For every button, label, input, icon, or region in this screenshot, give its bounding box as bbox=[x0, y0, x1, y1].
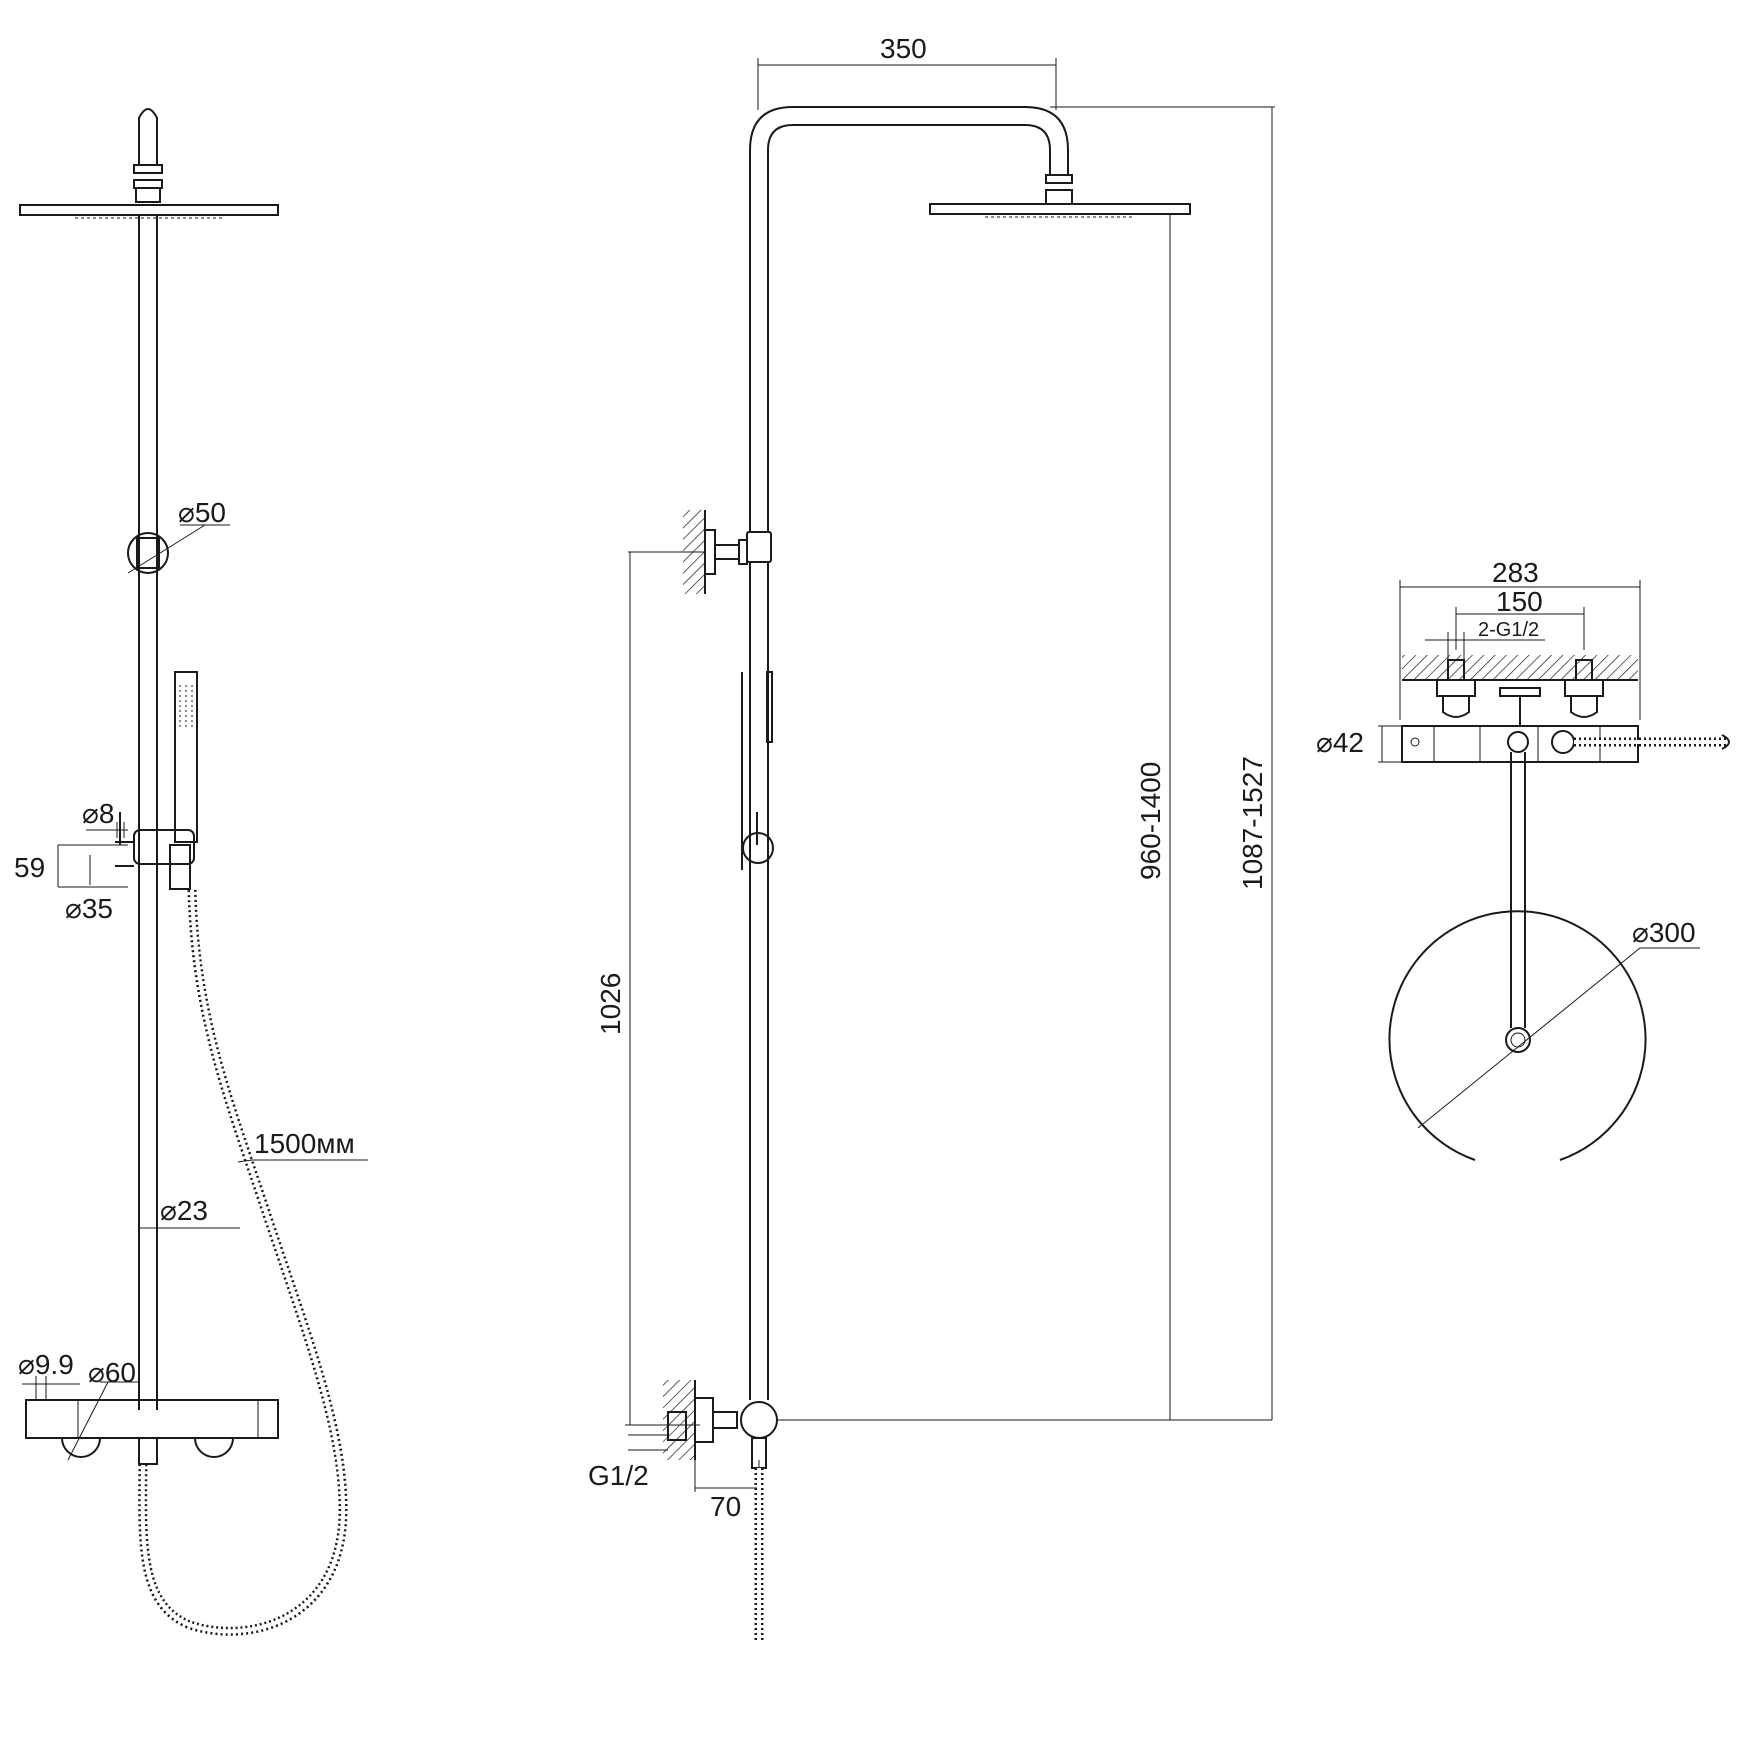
top-inlet-spacing: 150 bbox=[1496, 586, 1543, 617]
front-head-nut-2 bbox=[133, 179, 163, 189]
front-hand-shower bbox=[174, 671, 198, 843]
top-view: 283 150 2-G1/2 ⌀42 bbox=[1316, 557, 1730, 1161]
front-holder bbox=[133, 829, 195, 865]
top-head-diameter: ⌀300 bbox=[1632, 917, 1696, 948]
front-arm-top bbox=[138, 108, 158, 166]
side-column-outer bbox=[749, 106, 1069, 532]
side-column-inner bbox=[767, 124, 1051, 532]
front-outlet bbox=[138, 1437, 158, 1465]
front-hand-shower-nozzles bbox=[179, 685, 193, 730]
front-slider-leader bbox=[127, 524, 206, 574]
front-mixer-handle-left bbox=[61, 1437, 101, 1458]
side-bracket-height: 1026 bbox=[595, 973, 626, 1035]
front-pipe-diameter: ⌀23 bbox=[160, 1195, 208, 1226]
front-holder-height: 59 bbox=[14, 852, 45, 883]
front-rain-head bbox=[19, 204, 279, 216]
side-holder bbox=[742, 832, 774, 864]
side-wall-offset: 70 bbox=[710, 1491, 741, 1522]
side-total-height: 1087-1527 bbox=[1237, 756, 1268, 890]
side-view: 350 1087-1527 960-1400 102 bbox=[588, 33, 1275, 1640]
front-head-nut bbox=[133, 164, 163, 174]
side-rain-head bbox=[929, 203, 1191, 215]
front-head-connector bbox=[135, 187, 161, 203]
top-mixer-diameter: ⌀42 bbox=[1316, 727, 1364, 758]
front-slider bbox=[127, 532, 169, 574]
front-pin-diameter: ⌀8 bbox=[82, 798, 114, 829]
top-wall bbox=[1402, 655, 1638, 679]
side-hand-shower bbox=[766, 671, 773, 743]
front-slider-diameter: ⌀50 bbox=[178, 497, 226, 528]
front-slider-body bbox=[136, 537, 160, 569]
front-view: ⌀50 ⌀8 59 ⌀35 1500мм bbox=[14, 108, 368, 1636]
front-holder-diameter: ⌀35 bbox=[65, 893, 113, 924]
front-hose bbox=[138, 889, 348, 1636]
front-mixer-diameter: ⌀60 bbox=[88, 1357, 136, 1388]
front-hose-length: 1500мм bbox=[254, 1128, 355, 1159]
side-arm-length: 350 bbox=[880, 33, 927, 64]
side-head-height: 960-1400 bbox=[1135, 762, 1166, 880]
side-mixer bbox=[740, 1401, 778, 1439]
top-mixer-width: 283 bbox=[1492, 557, 1539, 588]
front-mixer-handle-right bbox=[194, 1437, 234, 1458]
top-column-section bbox=[1505, 1027, 1531, 1053]
front-inlet-diameter: ⌀9.9 bbox=[18, 1349, 74, 1380]
front-mixer-bar bbox=[25, 1399, 279, 1439]
side-thread: G1/2 bbox=[588, 1460, 649, 1491]
side-slider bbox=[746, 531, 772, 563]
top-inlet-thread: 2-G1/2 bbox=[1478, 619, 1539, 641]
top-rain-head bbox=[1388, 910, 1647, 1161]
